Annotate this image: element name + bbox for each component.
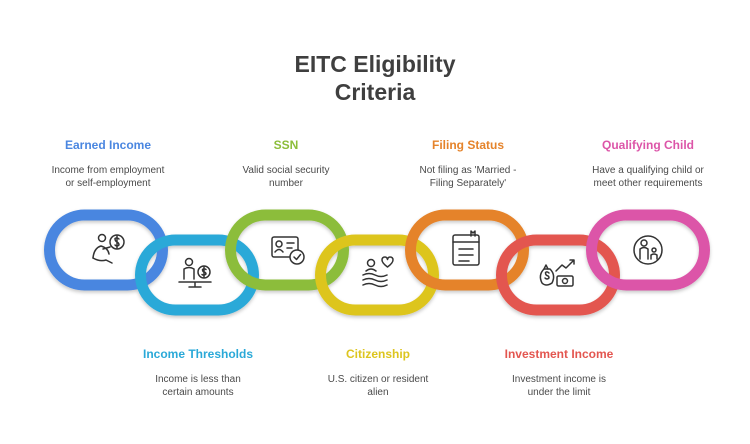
chain-link-ssn [225,209,349,291]
chain-link-investment-income [496,234,620,316]
page-title: EITC Eligibility Criteria [0,50,750,106]
title-line-1: EITC Eligibility [294,51,456,77]
heading-earned-income: Earned Income [64,138,152,152]
person-money-icon [92,233,125,264]
parent-child-icon [633,235,663,265]
heading-citizenship: Citizenship [345,347,410,361]
chain-link-earned-income [44,209,168,291]
heading-filing-status: Filing Status [432,138,504,152]
label-filing-status: Filing Status Not filing as 'Married -Fi… [383,137,553,190]
id-card-icon [271,236,305,265]
chain-link-qualifying-child [586,209,710,291]
chain-link-citizenship [315,234,439,316]
scale-icon [178,257,212,288]
chain-link-income-thresholds [135,234,259,316]
heading-qualifying-child: Qualifying Child [602,138,694,152]
heading-income-thresholds: Income Thresholds [142,347,254,361]
heading-investment-income: Investment Income [504,347,614,361]
flag-heart-icon [362,256,394,288]
money-growth-icon [539,259,575,287]
chain-link-filing-status [405,209,529,291]
desc-filing-status: Not filing as 'Married -Filing Separatel… [419,165,517,189]
label-qualifying-child: Qualifying Child Have a qualifying child… [563,137,733,190]
title-line-2: Criteria [334,79,416,105]
form-icon [452,230,480,266]
heading-ssn: SSN [273,138,299,152]
